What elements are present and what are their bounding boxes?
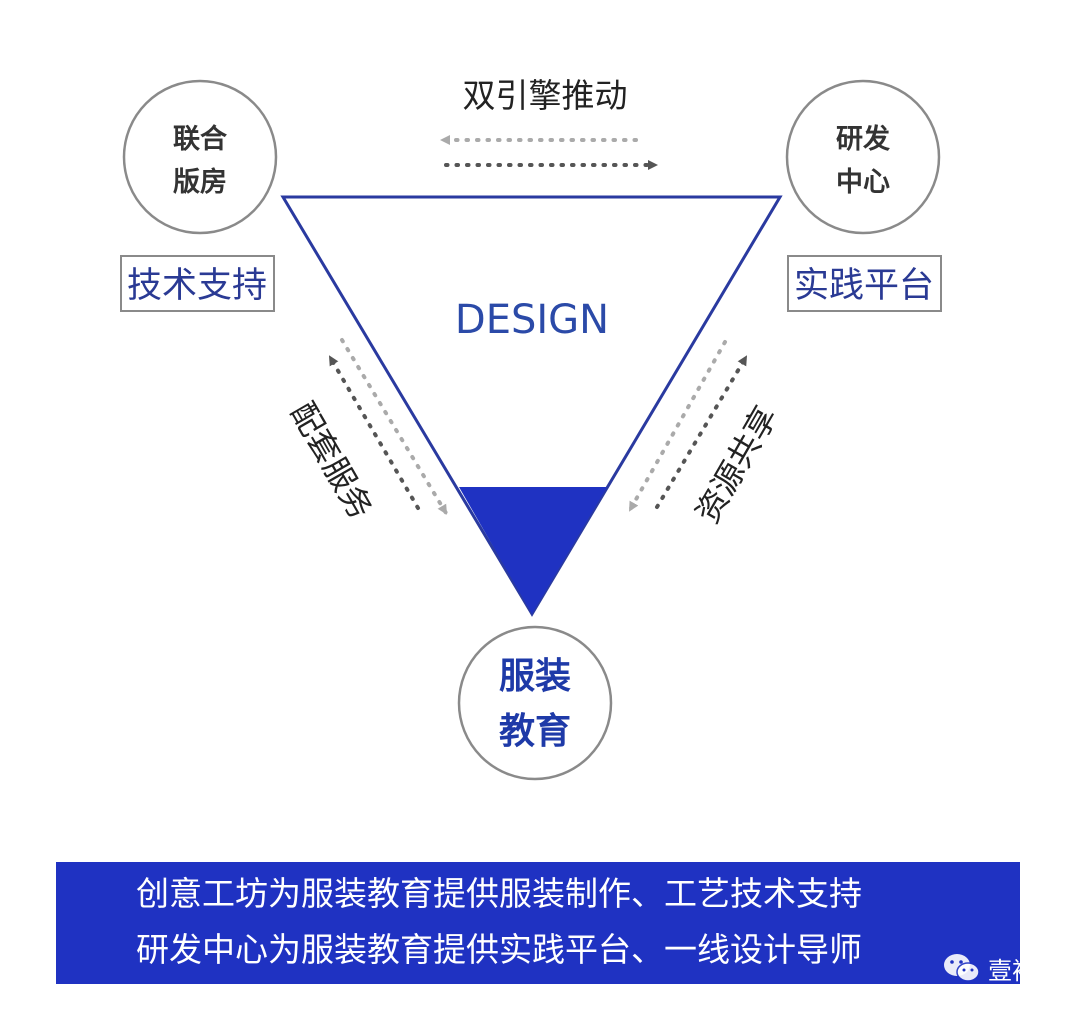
resource-sharing-label: 资源共享 — [688, 400, 785, 530]
summary-line-1: 创意工坊为服装教育提供服装制作、工艺技术支持 — [136, 874, 862, 913]
wechat-icon — [944, 954, 980, 982]
engine-label: 双引擎推动 — [463, 76, 628, 115]
node-joint-pattern-room-line2: 版房 — [173, 167, 227, 198]
svg-text:实践平台: 实践平台 — [794, 266, 934, 306]
watermark-text: 壹衿 — [988, 956, 1036, 985]
arrow-right-side-up — [655, 355, 748, 509]
design-label: DESIGN — [455, 297, 609, 343]
design-triangle-tip — [459, 487, 607, 614]
label-box-tech-support: 技术支持 — [120, 255, 275, 312]
arrow-left-side-down — [340, 338, 448, 515]
node-rd-center: 研发 中心 — [785, 79, 941, 235]
node-rd-center-line1: 研发 — [836, 123, 890, 155]
node-joint-pattern-room: 联合 版房 — [122, 79, 278, 235]
node-rd-center-line2: 中心 — [836, 167, 890, 198]
svg-text:技术支持: 技术支持 — [127, 266, 267, 306]
node-fashion-education-line1: 服装 — [499, 656, 571, 697]
design-triangle — [280, 195, 783, 617]
arrow-left-side-up — [328, 355, 420, 510]
summary-line-2: 研发中心为服装教育提供实践平台、一线设计导师 — [136, 930, 862, 969]
label-box-practice-platform: 实践平台 — [787, 255, 942, 312]
summary-banner: 创意工坊为服装教育提供服装制作、工艺技术支持 研发中心为服装教育提供实践平台、一… — [56, 862, 1020, 984]
node-fashion-education: 服装 教育 — [457, 625, 613, 781]
watermark: 壹衿 — [942, 950, 1036, 986]
node-joint-pattern-room-line1: 联合 — [173, 123, 227, 155]
arrow-right-side-down — [628, 340, 727, 512]
node-fashion-education-line2: 教育 — [499, 711, 571, 752]
